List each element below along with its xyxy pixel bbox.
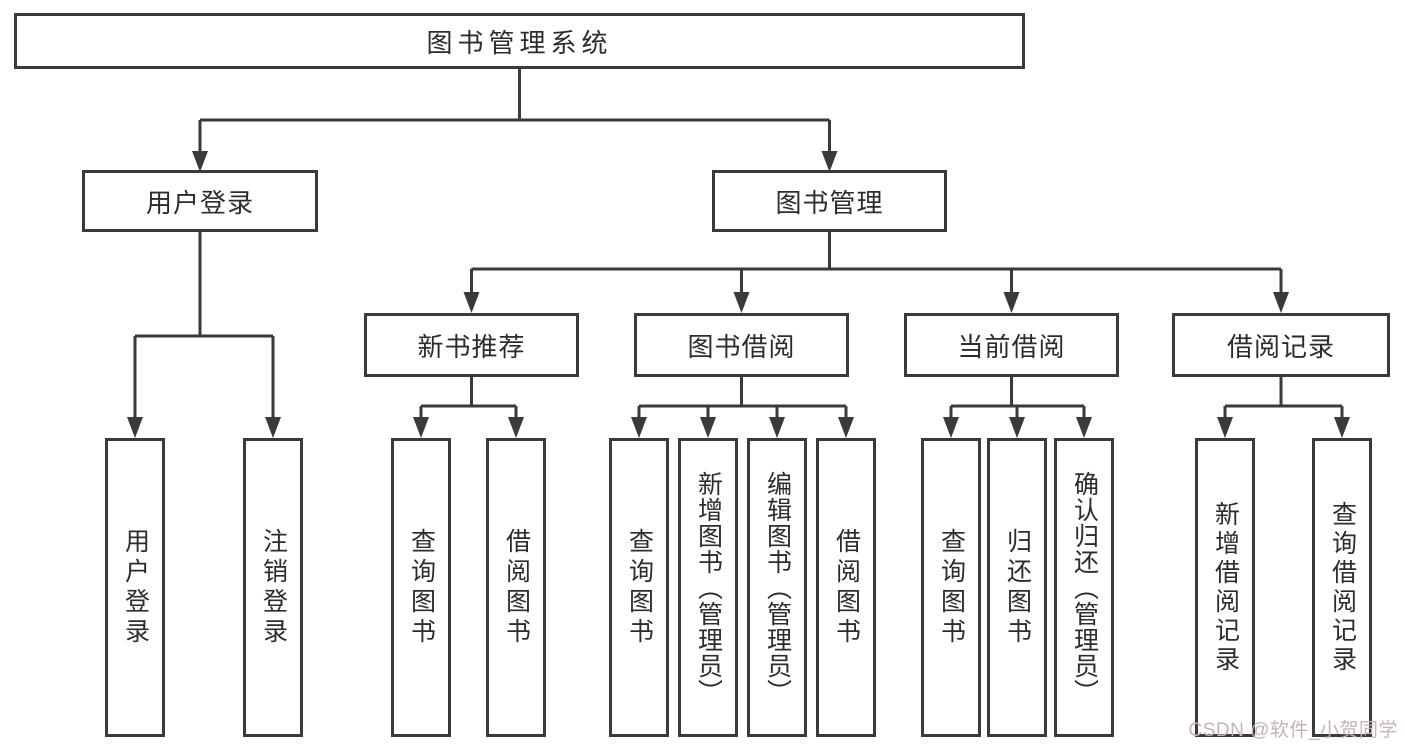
node-user-login-label: 用户登录 (145, 187, 254, 218)
leaf-query-books-borrow-label: 查询图书 (625, 527, 654, 648)
node-book-management-label: 图书管理 (775, 187, 884, 218)
leaf-add-borrow-record: 新增借阅记录 (1195, 438, 1255, 737)
leaf-return-books-label: 归还图书 (1003, 527, 1032, 648)
leaf-borrow-books-label: 借阅图书 (832, 527, 861, 648)
leaf-confirm-return-admin: 确认归还（管理员） (1054, 438, 1114, 737)
node-current-borrow-label: 当前借阅 (957, 331, 1066, 362)
leaf-edit-books-admin: 编辑图书（管理员） (747, 438, 807, 737)
leaf-query-books-recommend-label: 查询图书 (407, 527, 436, 648)
node-new-book-recommend-label: 新书推荐 (417, 331, 526, 362)
leaf-query-books-recommend: 查询图书 (391, 438, 451, 737)
leaf-add-books-admin: 新增图书（管理员） (678, 438, 738, 737)
node-library-system: 图书管理系统 (14, 13, 1025, 69)
arrowheads-level2 (192, 151, 838, 172)
leaf-query-books-current-label: 查询图书 (937, 527, 966, 648)
leaf-borrow-books-recommend-label: 借阅图书 (502, 527, 531, 648)
leaf-query-books-current: 查询图书 (921, 438, 981, 737)
node-library-system-label: 图书管理系统 (426, 27, 613, 58)
leaf-query-borrow-record-label: 查询借阅记录 (1328, 500, 1357, 675)
leaf-logout: 注销登录 (243, 438, 303, 737)
connector-root-to-level2 (198, 69, 831, 153)
node-borrow-records-label: 借阅记录 (1226, 331, 1335, 362)
leaf-query-books-borrow: 查询图书 (609, 438, 669, 737)
node-borrow-records: 借阅记录 (1172, 313, 1390, 377)
arrowheads-level3 (463, 292, 1289, 313)
node-book-borrow: 图书借阅 (634, 313, 849, 377)
connector-bookmgmt-to-level3 (470, 232, 1283, 294)
csdn-watermark: CSDN @软件_小贺同学 (1188, 720, 1398, 741)
leaf-confirm-return-admin-label: 确认归还（管理员） (1070, 470, 1099, 705)
leaf-query-borrow-record: 查询借阅记录 (1312, 438, 1372, 737)
node-user-login: 用户登录 (82, 170, 318, 232)
node-new-book-recommend: 新书推荐 (364, 313, 579, 377)
leaf-borrow-books: 借阅图书 (816, 438, 876, 737)
node-current-borrow: 当前借阅 (904, 313, 1119, 377)
leaf-add-borrow-record-label: 新增借阅记录 (1211, 500, 1240, 675)
leaf-edit-books-admin-label: 编辑图书（管理员） (763, 470, 792, 705)
leaf-logout-label: 注销登录 (259, 527, 288, 648)
arrowheads-userlogin-leaves (127, 417, 281, 438)
arrowheads-leaves (413, 417, 1350, 438)
node-book-borrow-label: 图书借阅 (687, 331, 796, 362)
connector-section-splits (419, 377, 1344, 419)
leaf-user-login: 用户登录 (105, 438, 165, 737)
leaf-add-books-admin-label: 新增图书（管理员） (694, 470, 723, 705)
connector-userlogin-to-leaves (133, 232, 275, 419)
leaf-return-books: 归还图书 (987, 438, 1047, 737)
leaf-user-login-label: 用户登录 (121, 527, 150, 648)
node-book-management: 图书管理 (712, 170, 947, 232)
leaf-borrow-books-recommend: 借阅图书 (486, 438, 546, 737)
